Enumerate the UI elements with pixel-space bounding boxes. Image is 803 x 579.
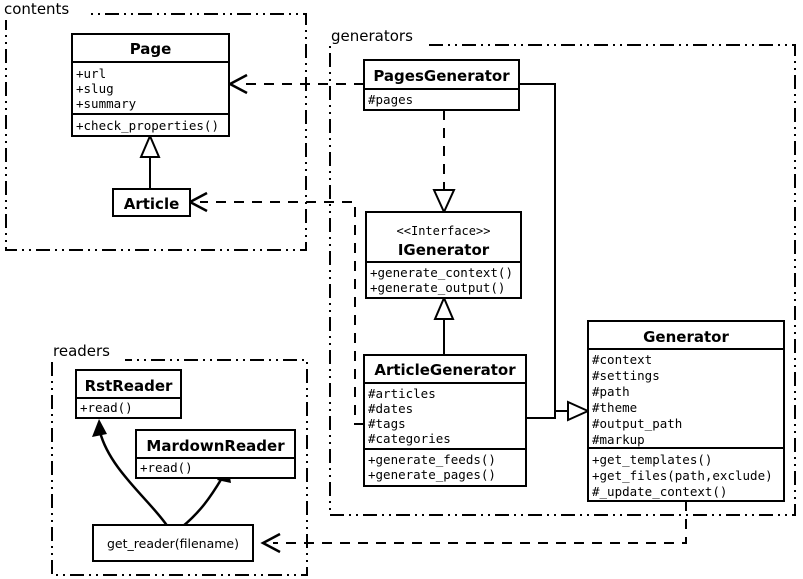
class-article-generator-attr-articles: #articles [368,386,436,401]
function-get-reader-box [92,524,254,562]
class-generator-attr-output-path: #output_path [592,416,682,431]
class-igenerator-stereotype: <<Interface>> [397,224,491,238]
edge-get-reader-creates-rst [92,419,170,528]
class-generator-attr-theme: #theme [592,400,637,415]
package-contents: contents [0,0,307,251]
class-pages-generator-attr-pages: #pages [368,92,413,107]
class-article-generator-box [363,354,527,487]
class-article-title: Article [124,195,180,213]
package-generators: generators [328,26,796,516]
class-page-title: Page [130,40,172,58]
class-rst-reader-box [75,369,182,419]
class-mardown-reader-box [135,429,296,479]
class-rst-reader-method-read: +read() [80,400,133,415]
class-igenerator-title: IGenerator [398,241,490,259]
class-generator[interactable]: Generator #context #settings #path #them… [587,320,785,502]
package-readers-label: readers [53,342,110,360]
class-page[interactable]: Page +url +slug +summary +check_properti… [71,33,230,137]
edge-articlegen-article-line [200,201,364,425]
class-generator-method-update-context: #_update_context() [592,484,727,499]
edge-getreader-rst-arrowhead [92,419,107,437]
edge-article-page-arrowhead [139,133,161,158]
class-page-attr-url: +url [76,66,106,81]
class-igenerator-method-generate-context: +generate_context() [370,265,513,280]
edge-pagesgen-igenerator-arrowhead [432,189,456,215]
class-article[interactable]: Article [112,188,191,217]
edge-generator-getreader-line [273,501,687,544]
class-mardown-reader-method-read: +read() [140,460,193,475]
edge-generator-getreader-arrowhead [260,532,281,554]
function-get-reader[interactable]: get_reader(filename) [92,524,254,562]
class-article-generator[interactable]: ArticleGenerator #articles #dates #tags … [363,354,527,487]
package-generators-label-bg [328,26,428,46]
package-contents-border [5,13,307,251]
class-generator-box [587,320,785,502]
package-contents-label-bg [0,0,90,20]
class-article-box [112,188,191,217]
class-generator-attr-markup: #markup [592,432,645,447]
class-pages-generator[interactable]: PagesGenerator #pages [363,59,520,111]
edge-articlegen-inherits-igenerator [433,295,455,355]
edge-articlegen-igenerator-arrowhead [433,295,455,320]
class-generator-method-get-templates: +get_templates() [592,452,712,467]
class-igenerator[interactable]: <<Interface>> IGenerator +generate_conte… [365,211,522,299]
edge-pagesgen-page-arrowhead [227,73,248,95]
edge-pagesgen-realizes-igenerator [432,110,456,215]
package-generators-border [329,44,796,516]
class-generator-method-get-files: +get_files(path,exclude) [592,468,773,483]
function-get-reader-label: get_reader(filename) [107,536,239,551]
class-article-generator-method-generate-feeds: +generate_feeds() [368,452,496,467]
edge-generator-uses-get-reader [260,501,687,554]
edge-getreader-mardown-curve [181,477,224,528]
class-article-generator-method-generate-pages: +generate_pages() [368,467,496,482]
class-rst-reader-title: RstReader [85,377,173,395]
edge-articlegen-inherits-generator [526,400,591,422]
package-generators-label: generators [331,27,413,45]
edge-article-inherits-page [139,133,161,190]
class-rst-reader[interactable]: RstReader +read() [75,369,182,419]
class-article-generator-title: ArticleGenerator [374,361,516,379]
class-generator-attr-settings: #settings [592,368,660,383]
edge-articlegen-uses-article [187,191,364,425]
class-page-attr-slug: +slug [76,81,114,96]
class-igenerator-method-generate-output: +generate_output() [370,280,505,295]
class-article-generator-attr-tags: #tags [368,416,406,431]
package-readers: readers [50,341,308,576]
class-igenerator-box [365,211,522,299]
class-pages-generator-title: PagesGenerator [373,67,510,85]
class-mardown-reader[interactable]: MardownReader +read() [135,429,296,479]
class-article-generator-attr-categories: #categories [368,431,451,446]
class-page-box [71,33,230,137]
class-generator-attr-path: #path [592,384,630,399]
package-readers-border [51,359,308,576]
class-generator-attr-context: #context [592,352,652,367]
edge-getreader-rst-curve [98,431,170,528]
edge-generator-arrowhead [567,400,591,422]
edge-articlegen-generator-line [526,410,568,419]
class-article-generator-attr-dates: #dates [368,401,413,416]
package-readers-label-bg [50,341,125,361]
class-pages-generator-box [363,59,520,111]
class-page-attr-summary: +summary [76,96,137,111]
package-contents-label: contents [4,0,69,18]
class-page-method-check-properties: +check_properties() [76,118,219,133]
class-mardown-reader-title: MardownReader [146,437,285,455]
edge-pagesgen-uses-page [227,73,364,95]
class-generator-title: Generator [643,328,729,346]
